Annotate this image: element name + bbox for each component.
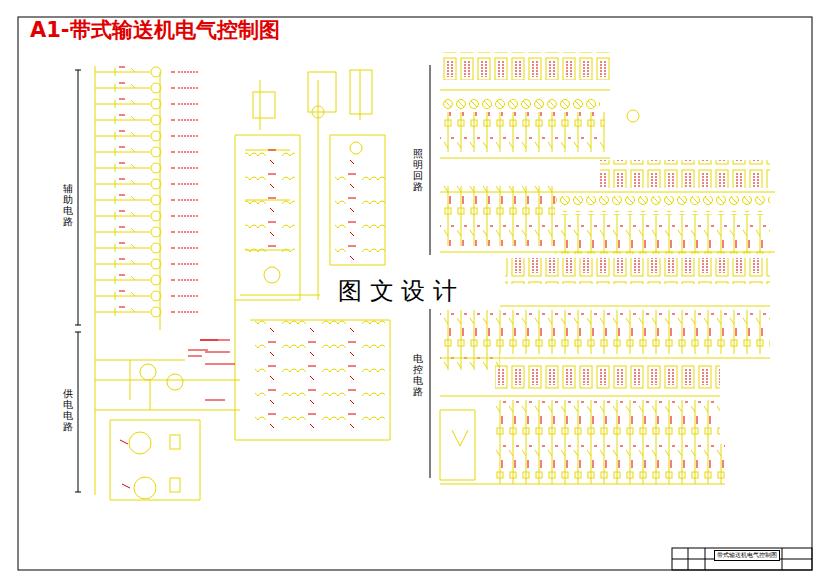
section-label: 辅助电路 xyxy=(63,183,73,227)
title-block-text: 带式输送机电气控制图 xyxy=(717,552,777,559)
title-block-cell: 带式输送机电气控制图 xyxy=(714,550,780,561)
sheet-title: A1-带式输送机电气控制图 xyxy=(30,16,280,44)
section-label: 电控电路 xyxy=(413,353,423,397)
watermark: 图 文 设 计 xyxy=(332,273,463,309)
section-label: 供电电路 xyxy=(63,388,73,432)
section-label: 照明回路 xyxy=(413,148,423,192)
